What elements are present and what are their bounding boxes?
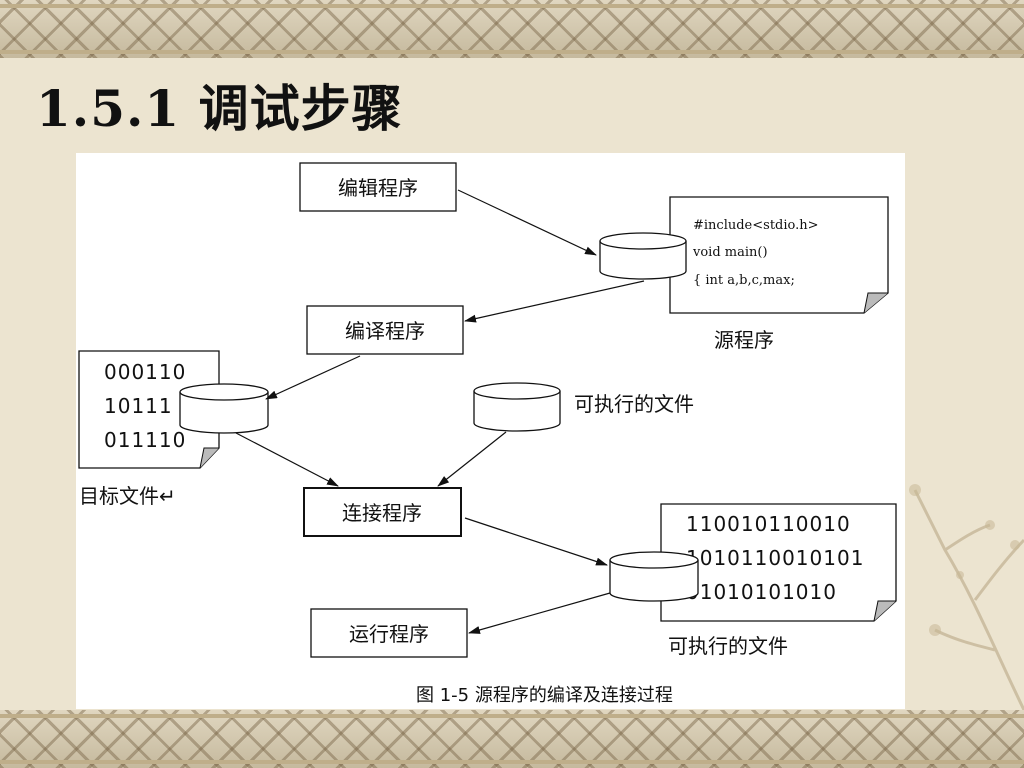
- run-program-box: 运行程序: [310, 608, 468, 658]
- arrow-edit-to-source: [457, 189, 597, 256]
- edit-program-label: 编辑程序: [338, 176, 418, 200]
- object-file-document: 000110 10111 011110: [78, 350, 220, 469]
- run-program-label: 运行程序: [349, 622, 429, 646]
- arrow-executable-to-run: [468, 592, 611, 634]
- object-binary-line-2: 10111: [104, 394, 173, 418]
- source-code-document: #include<stdio.h> void main() { int a,b,…: [669, 196, 889, 314]
- edit-program-box: 编辑程序: [299, 162, 457, 212]
- arrow-compile-to-object: [265, 355, 361, 400]
- arrow-source-to-compile: [464, 280, 645, 323]
- arrow-link-to-executable: [464, 517, 608, 566]
- source-code-line-1: #include<stdio.h>: [693, 218, 819, 233]
- diagram-figure: #include<stdio.h> void main() { int a,b,…: [76, 153, 905, 709]
- arrow-library-to-link: [437, 431, 507, 487]
- source-code-line-2: void main(): [692, 245, 768, 260]
- bottom-decorative-band: [0, 710, 1024, 768]
- object-file-label: 目标文件↵: [79, 484, 176, 508]
- link-program-label: 连接程序: [342, 501, 422, 525]
- executable-binary-line-2: 1010110010101: [686, 546, 864, 570]
- object-file-database-icon: [179, 383, 269, 434]
- executable-binary-line-1: 110010110010: [686, 512, 851, 536]
- diagram-canvas: #include<stdio.h> void main() { int a,b,…: [78, 162, 897, 706]
- executable-database-icon: [473, 382, 561, 432]
- compile-program-box: 编译程序: [306, 305, 464, 355]
- compile-program-label: 编译程序: [345, 319, 425, 343]
- executable-file-document: 110010110010 1010110010101 01010101010: [660, 503, 897, 622]
- source-code-line-3: { int a,b,c,max;: [693, 273, 795, 288]
- executable-output-database-icon: [609, 551, 699, 602]
- executable-file-label: 可执行的文件: [668, 634, 788, 658]
- object-binary-line-3: 011110: [104, 428, 186, 452]
- plum-blossom-decoration: [909, 484, 1024, 710]
- source-program-label: 源程序: [714, 328, 774, 352]
- slide-title: 1.5.1 调试步骤: [36, 79, 403, 138]
- link-program-box: 连接程序: [303, 487, 462, 537]
- top-decorative-band: [0, 0, 1024, 58]
- figure-caption: 图 1-5 源程序的编译及连接过程: [416, 685, 673, 706]
- source-file-database-icon: [599, 232, 687, 280]
- executable-binary-line-3: 01010101010: [686, 580, 837, 604]
- executable-database-label: 可执行的文件: [574, 392, 694, 416]
- object-binary-line-1: 000110: [104, 360, 186, 384]
- arrow-object-to-link: [235, 432, 339, 487]
